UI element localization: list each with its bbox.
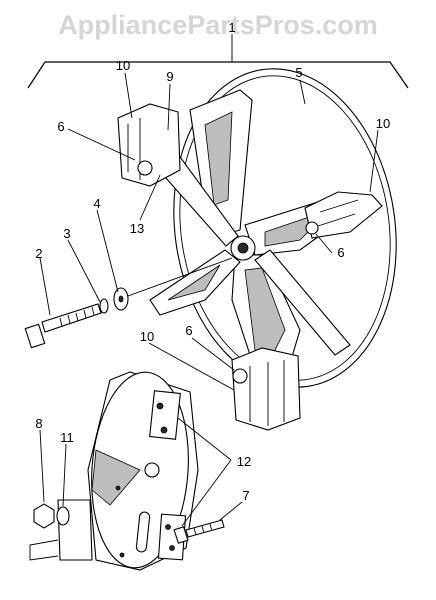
flat-washer [113,287,129,311]
lock-washer [99,298,109,314]
screw [173,519,225,544]
callout-2: 2 [35,246,42,261]
clamp-right [304,191,383,239]
callout-6-lower: 6 [185,323,192,338]
callout-3: 3 [63,226,70,241]
watermark-text: AppliancePartsPros.com [58,10,378,40]
leader-lines [39,72,379,527]
callout-5: 5 [295,65,302,80]
nut [33,503,55,529]
callout-6-left: 6 [57,119,64,134]
callout-7: 7 [242,488,249,503]
callout-10-top: 10 [116,58,130,73]
callout-labels: 1 10 9 5 10 6 13 4 3 2 6 6 10 12 7 8 11 [35,20,390,503]
callout-10-lower: 10 [140,329,154,344]
mounting-plate [29,371,199,571]
clamp-upper-left [117,103,181,187]
callout-6-right: 6 [337,245,344,260]
clamp-lower [231,347,301,431]
callout-9: 9 [166,69,173,84]
callout-8: 8 [35,416,42,431]
callout-11: 11 [60,430,74,445]
callout-13: 13 [130,221,144,236]
bolt-axis-line [127,257,233,297]
washer-small [56,506,70,526]
callout-12: 12 [237,454,251,469]
callout-1: 1 [228,20,235,35]
bolt [24,303,102,349]
callout-4: 4 [93,196,100,211]
assembly-bracket [27,34,409,89]
callout-10-right: 10 [376,116,390,131]
